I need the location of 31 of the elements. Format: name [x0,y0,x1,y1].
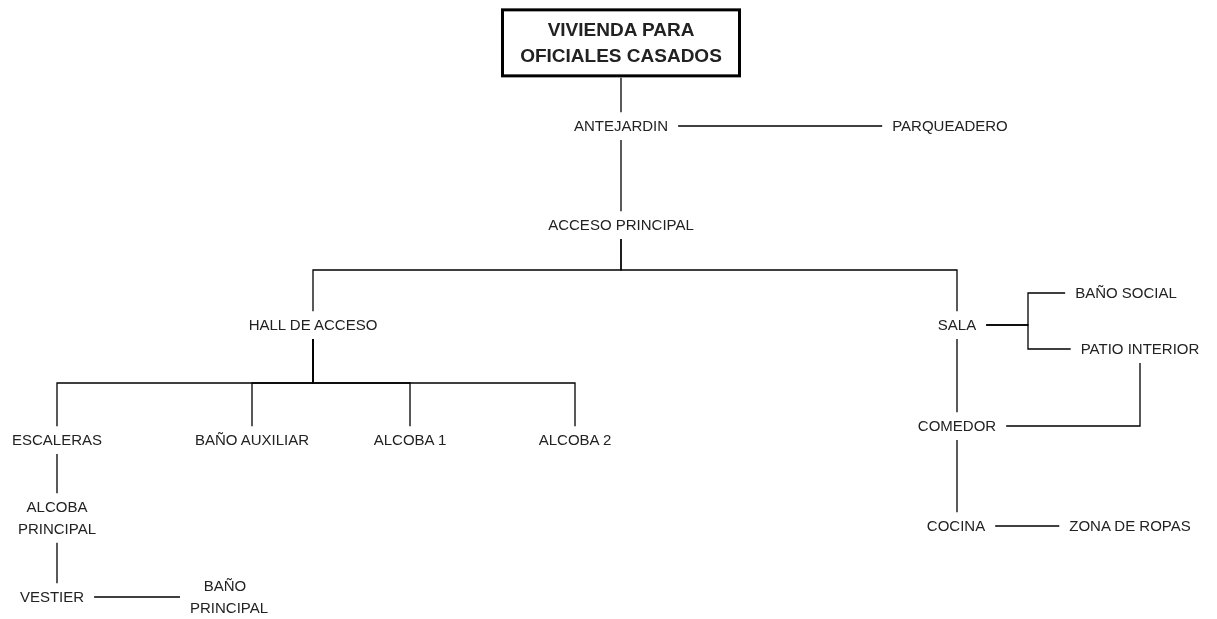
connector-line [1005,362,1141,427]
connector-line [956,439,958,513]
space-label: ANTEJARDIN [563,112,679,140]
space-label: PARQUEADERO [882,112,1018,140]
space-label: COCINA [916,512,996,540]
connector-line [620,77,622,113]
connector-line [56,453,58,494]
space-label: BAÑO AUXILIAR [184,426,320,454]
space-label: BAÑO SOCIAL [1065,279,1187,307]
space-label: ALCOBA 1 [363,426,457,454]
title-box: VIVIENDA PARA OFICIALES CASADOS [501,8,741,78]
space-label: ALCOBA 2 [528,426,622,454]
space-label: ESCALERAS [2,426,112,454]
connector-line [620,139,622,212]
connector-line [994,525,1060,527]
connector-line [677,125,883,127]
space-label: COMEDOR [907,412,1007,440]
space-label: SALA [927,311,987,339]
space-label: ALCOBA PRINCIPAL [7,493,107,543]
connector-line [620,238,958,312]
connector-line [956,338,958,413]
connector-line [985,324,1072,350]
space-label: ZONA DE ROPAS [1059,512,1201,540]
space-label: PATIO INTERIOR [1070,335,1210,363]
space-label: BAÑO PRINCIPAL [180,572,270,619]
connector-line [312,338,576,427]
connector-line [56,542,58,584]
space-label: ACCESO PRINCIPAL [538,211,704,239]
connector-line [93,596,181,598]
space-label: HALL DE ACCESO [238,311,388,339]
space-label: VESTIER [9,583,95,611]
